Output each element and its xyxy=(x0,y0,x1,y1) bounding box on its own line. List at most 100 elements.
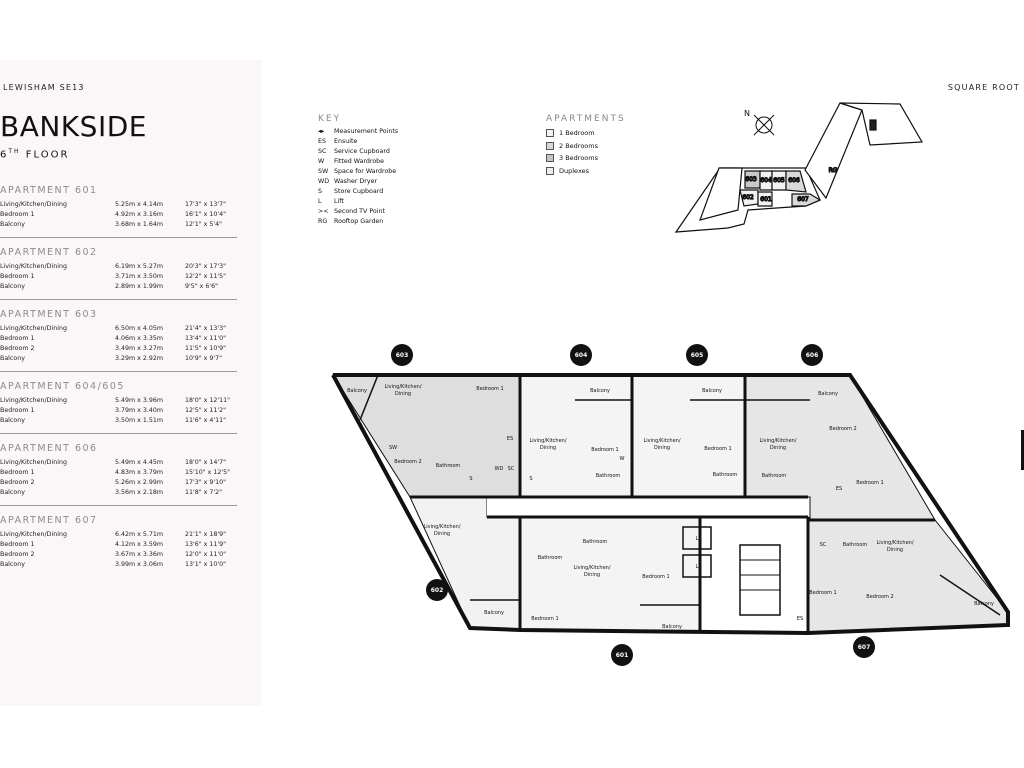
room-imperial: 18'0" x 12'11" xyxy=(185,397,231,404)
key-abbr: ◂▸ xyxy=(318,128,325,135)
marker-603: 603 xyxy=(396,352,409,359)
room-605-balcony: Balcony xyxy=(702,388,722,394)
room-name: Living/Kitchen/Dining xyxy=(0,263,67,270)
key-item: ◂▸ Measurement Points xyxy=(318,127,398,137)
legend-label: 1 Bedroom xyxy=(559,129,595,137)
room-imperial: 10'9" x 9'7" xyxy=(185,355,223,362)
room-metric: 3.79m x 3.40m xyxy=(115,407,164,414)
room-604-living-2: Dining xyxy=(540,445,556,451)
key-desc: Ensuite xyxy=(334,138,358,145)
room-metric: 4.06m x 3.35m xyxy=(115,335,164,342)
legend-swatch xyxy=(546,141,554,150)
room-607-bedroom2: Bedroom 2 xyxy=(866,594,893,600)
legend-item: Duplexes xyxy=(546,165,626,178)
room-603-sw: SW xyxy=(389,445,397,451)
room-606-bedroom2: Bedroom 2 xyxy=(829,426,856,432)
room-601-living-2: Dining xyxy=(584,572,600,578)
room-601-bathroom: Bathroom xyxy=(583,539,608,545)
room-imperial: 16'1" x 10'4" xyxy=(185,211,227,218)
room-601-bedroom1: Bedroom 1 xyxy=(642,574,669,580)
room-602-living: Living/Kitchen/ xyxy=(423,524,460,530)
room-metric: 4.83m x 3.79m xyxy=(115,469,164,476)
room-imperial: 12'0" x 11'0" xyxy=(185,551,227,558)
room-602-bedroom1: Bedroom 1 xyxy=(531,616,558,622)
room-metric: 3.99m x 3.06m xyxy=(115,561,164,568)
room-name: Bedroom 1 xyxy=(0,211,35,218)
marker-601: 601 xyxy=(616,652,629,659)
divider xyxy=(0,237,237,238)
room-name: Balcony xyxy=(0,561,25,568)
key-abbr: WD xyxy=(318,178,330,185)
room-metric: 6.42m x 5.71m xyxy=(115,531,164,538)
room-603-wd: WD xyxy=(495,466,504,472)
key-abbr: W xyxy=(318,158,325,165)
key-desc: Washer Dryer xyxy=(334,178,378,185)
room-607-balcony: Balcony xyxy=(974,601,994,607)
room-name: Living/Kitchen/Dining xyxy=(0,459,67,466)
walls xyxy=(331,373,1010,636)
room-607-bathroom: Bathroom xyxy=(843,542,868,548)
keyplan-unit-601: 601 xyxy=(760,196,772,203)
marker-605: 605 xyxy=(691,352,704,359)
apartment-heading: APARTMENT 603 xyxy=(0,309,98,320)
room-name: Bedroom 2 xyxy=(0,345,35,352)
room-604-living: Living/Kitchen/ xyxy=(529,438,566,444)
key-desc: Fitted Wardrobe xyxy=(334,158,385,165)
key-abbr: RG xyxy=(318,218,328,225)
room-metric: 4.92m x 3.16m xyxy=(115,211,164,218)
room-name: Living/Kitchen/Dining xyxy=(0,397,67,404)
room-603-bathroom: Bathroom xyxy=(436,463,461,469)
room-metric: 5.25m x 4.14m xyxy=(115,201,164,208)
room-name: Balcony xyxy=(0,221,25,228)
room-row: Bedroom 1 4.92m x 3.16m 16'1" x 10'4" xyxy=(0,210,237,220)
key-plan: 603 604 605 606 602 601 607 RG xyxy=(674,102,924,233)
location-label: LEWISHAM SE13 xyxy=(3,83,85,92)
unit-markers: 603 604 605 606 602 601 607 xyxy=(391,344,875,666)
room-605-living-2: Dining xyxy=(654,445,670,451)
room-name: Bedroom 2 xyxy=(0,551,35,558)
room-602-living-2: Dining xyxy=(434,531,450,537)
key-desc: Measurement Points xyxy=(334,128,399,135)
room-metric: 3.68m x 1.64m xyxy=(115,221,164,228)
legend-label: 3 Bedrooms xyxy=(559,154,598,162)
core-lift-2: L xyxy=(696,564,699,570)
key-desc: Lift xyxy=(334,198,344,205)
key-desc: Service Cupboard xyxy=(334,148,390,155)
room-imperial: 13'6" x 11'9" xyxy=(185,541,227,548)
room-imperial: 12'1" x 5'4" xyxy=(185,221,223,228)
room-imperial: 20'3" x 17'3" xyxy=(185,263,227,270)
apartment-heading: APARTMENT 601 xyxy=(0,185,98,196)
room-imperial: 11'6" x 4'11" xyxy=(185,417,227,424)
divider xyxy=(0,299,237,300)
room-imperial: 9'5" x 6'6" xyxy=(185,283,219,290)
key-abbr: ES xyxy=(318,138,326,145)
marker-606: 606 xyxy=(806,352,819,359)
key-item: W Fitted Wardrobe xyxy=(318,157,398,167)
room-606-bedroom1: Bedroom 1 xyxy=(856,480,883,486)
apartment-heading: APARTMENT 604/605 xyxy=(0,381,125,392)
keyplan-unit-606: 606 xyxy=(788,177,800,184)
room-imperial: 17'3" x 13'7" xyxy=(185,201,227,208)
key-item: ES Ensuite xyxy=(318,137,398,147)
key-abbr: L xyxy=(318,198,322,205)
room-606-living: Living/Kitchen/ xyxy=(759,438,796,444)
page-title: BANKSIDE xyxy=(0,110,147,143)
key-abbr: SC xyxy=(318,148,327,155)
room-605-living: Living/Kitchen/ xyxy=(643,438,680,444)
unit-607 xyxy=(807,519,1009,634)
apartment-heading: APARTMENT 606 xyxy=(0,443,98,454)
